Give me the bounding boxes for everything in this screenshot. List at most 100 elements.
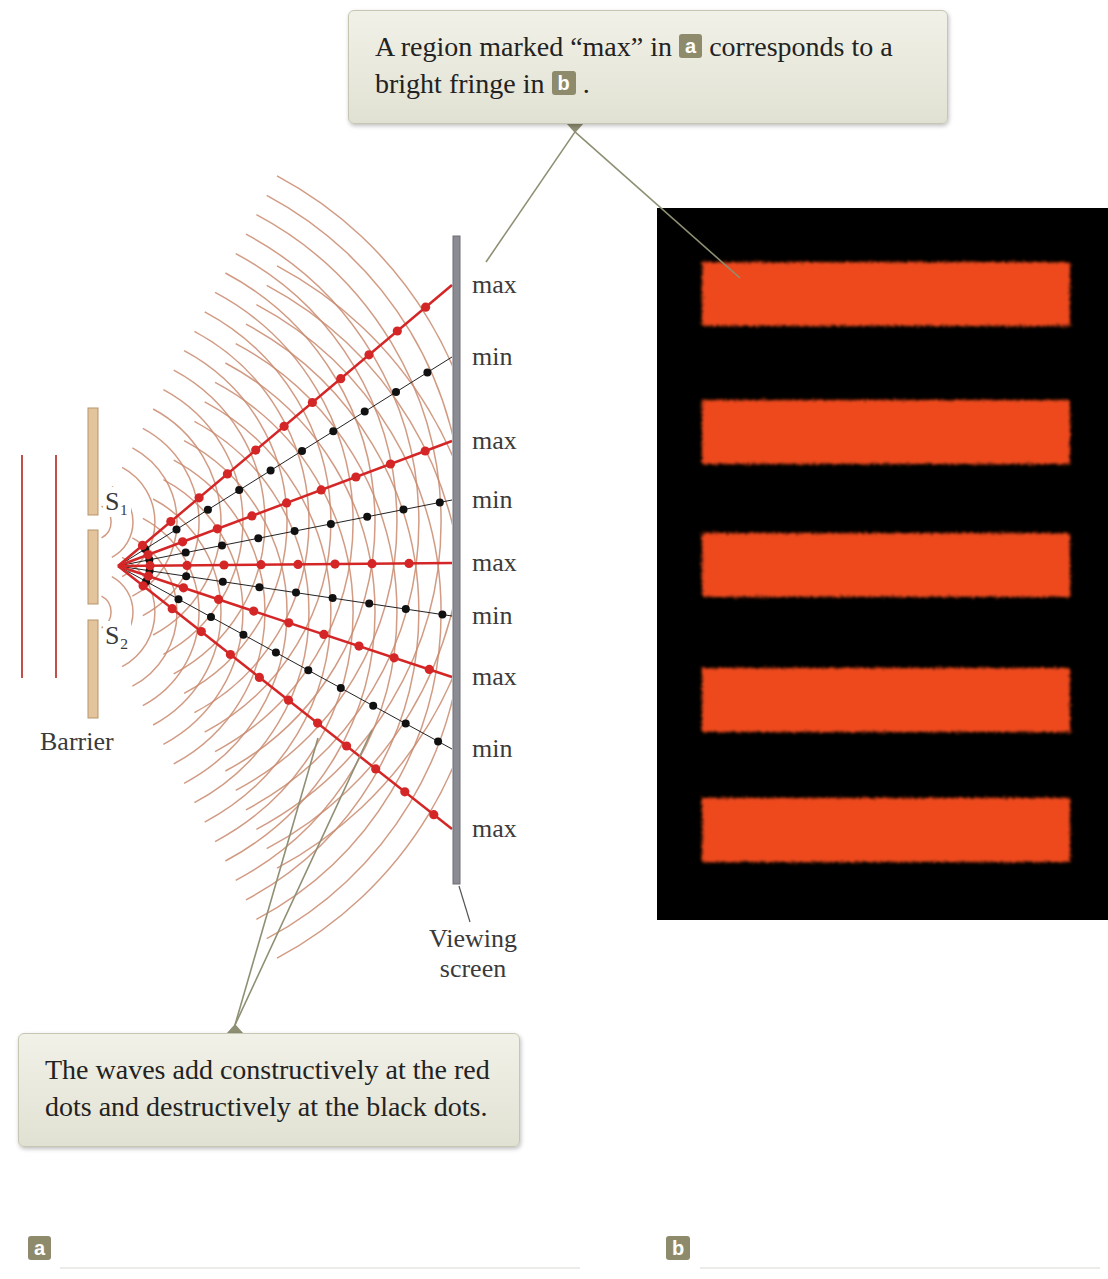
black-dot [423, 368, 431, 376]
red-dot [219, 560, 228, 569]
destructive-ray [118, 566, 452, 749]
red-dot [178, 537, 187, 546]
red-dot [319, 630, 328, 639]
screen-label: max [472, 426, 517, 456]
black-dot [272, 649, 280, 657]
black-dot [363, 513, 371, 521]
black-dot [329, 594, 337, 602]
destructive-ray [118, 357, 452, 566]
wavefront-arc [132, 538, 177, 686]
red-dot [421, 303, 430, 312]
bright-fringe [702, 668, 1070, 732]
black-dot [235, 486, 243, 494]
black-dot [329, 427, 337, 435]
red-dot [371, 764, 380, 773]
red-dot [354, 642, 363, 651]
red-dot [390, 653, 399, 662]
black-dot [298, 447, 306, 455]
black-dot [365, 600, 373, 608]
red-dot [166, 517, 175, 526]
black-dot [239, 631, 247, 639]
screen-label: max [472, 548, 517, 578]
wavefront-arc [256, 305, 441, 920]
bright-fringe [702, 533, 1070, 597]
panel-badge: a [679, 34, 702, 58]
screen-label: min [472, 734, 512, 764]
red-dot [364, 350, 373, 359]
leader-line [235, 730, 372, 1025]
red-dot [138, 541, 147, 550]
red-dot [143, 550, 152, 559]
red-dot [168, 604, 177, 613]
black-dot [219, 578, 227, 586]
black-dot [392, 388, 400, 396]
black-dot [292, 589, 300, 597]
red-dot [144, 572, 153, 581]
screen-label: min [472, 485, 512, 515]
black-dot [182, 549, 190, 557]
part-label: Barrier [40, 727, 114, 757]
wavefront-arc [215, 382, 353, 841]
red-dot [429, 810, 438, 819]
red-dot [425, 665, 434, 674]
red-dot [195, 493, 204, 502]
screen-label: min [472, 601, 512, 631]
wavefront-arc [194, 331, 309, 712]
screen-label: max [472, 270, 517, 300]
red-dot [367, 559, 376, 568]
black-dot [402, 720, 410, 728]
panel-badge: b [552, 71, 576, 95]
wavefront-arc [267, 195, 452, 848]
red-dot [284, 696, 293, 705]
bright-fringes [702, 262, 1070, 862]
black-dot [337, 684, 345, 692]
red-dot [342, 741, 351, 750]
black-dot [402, 605, 410, 613]
wavefront-arc [174, 460, 265, 764]
wavefront-arc [163, 390, 243, 655]
red-dot [213, 524, 222, 533]
black-dot [291, 527, 299, 535]
red-dot [249, 607, 258, 616]
black-dot [173, 525, 181, 533]
part-label: Viewing screen [408, 924, 538, 984]
red-dot [421, 446, 430, 455]
black-dot [207, 613, 215, 621]
barrier-segment [88, 620, 98, 718]
red-dot [145, 561, 154, 570]
constructive-ray [118, 563, 452, 566]
plane-wave [55, 455, 57, 678]
black-dot [182, 572, 190, 580]
red-dot [251, 446, 260, 455]
red-dot [336, 374, 345, 383]
destructive-ray [118, 500, 452, 566]
wavefront-arc [153, 499, 221, 725]
callout-box: A region marked “max” inacorresponds to … [348, 10, 948, 124]
red-dot [179, 583, 188, 592]
panel-badge: a [28, 1236, 51, 1260]
viewing-screen [453, 236, 460, 884]
panel-rule [700, 1268, 1100, 1269]
red-dot [393, 326, 402, 335]
panel-badge: b [666, 1236, 690, 1260]
black-dot [400, 506, 408, 514]
slit-label: S₁ [103, 487, 131, 517]
red-dot [308, 398, 317, 407]
leader-line [459, 886, 470, 922]
wavefront-arc [225, 363, 375, 861]
black-dot [218, 542, 226, 550]
plane-wave [21, 455, 23, 678]
constructive-ray [118, 566, 452, 829]
constructive-ray [118, 285, 452, 566]
wavefronts [102, 176, 453, 958]
red-dot [226, 650, 235, 659]
callout-box: The waves add constructively at the red … [18, 1033, 520, 1147]
red-dot [255, 673, 264, 682]
red-dot [400, 787, 409, 796]
red-dot [293, 560, 302, 569]
callout-text: . [583, 68, 590, 99]
red-dot [330, 560, 339, 569]
destructive-ray [118, 566, 452, 616]
wavefront-arc [256, 215, 441, 830]
